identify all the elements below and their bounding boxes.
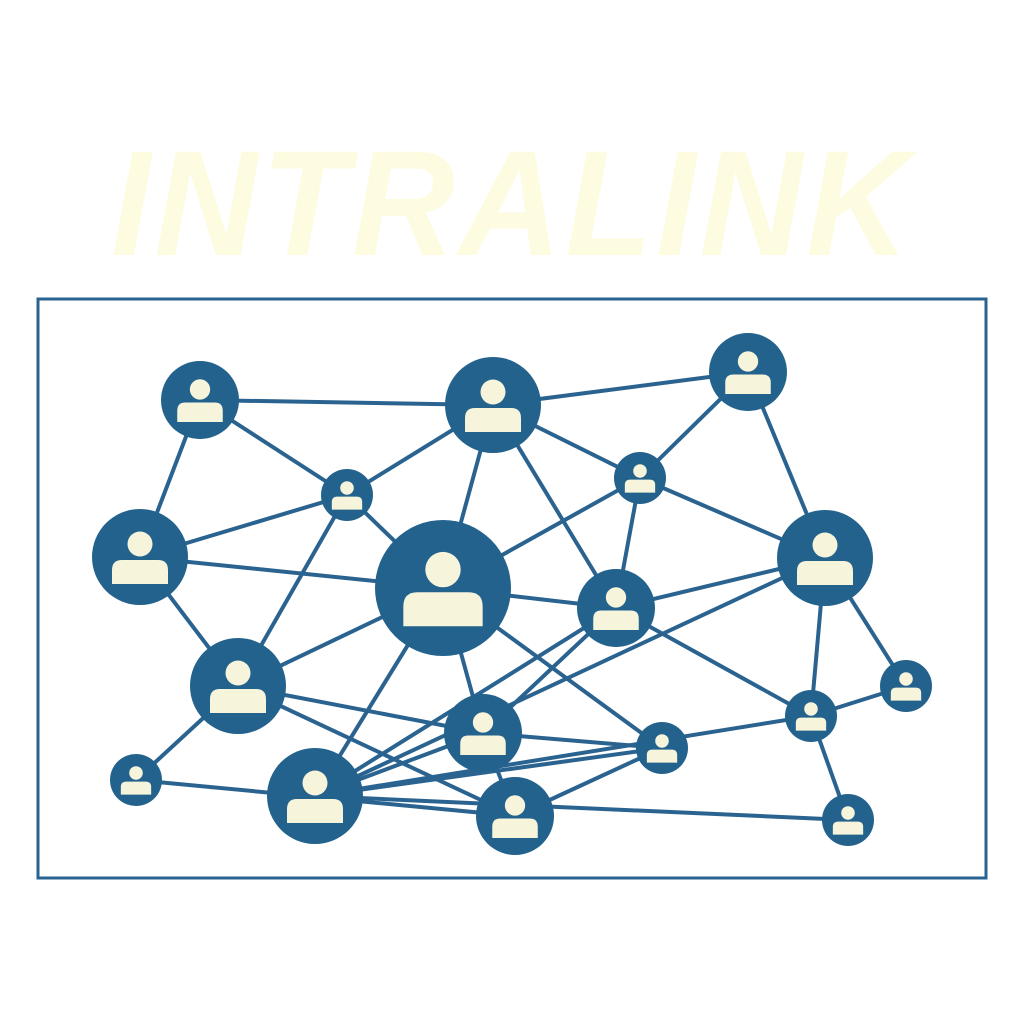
person-icon [465,379,521,432]
node-circle [822,794,874,846]
person-icon [120,766,152,795]
person-icon [492,795,538,838]
network-node [110,754,162,806]
logo-title: INTRALINK [110,119,914,287]
network-node [785,690,837,742]
network-edge [313,714,813,798]
node-circle [709,333,787,411]
network-node [614,452,666,504]
network-node [375,520,511,656]
network-node [777,510,873,606]
person-icon [890,672,922,701]
person-icon [646,734,678,763]
person-icon [725,351,771,394]
node-circle [92,509,188,605]
node-circle [445,357,541,453]
network-node [709,333,787,411]
network-node [267,748,363,844]
node-circle [777,510,873,606]
nodes-layer [92,333,932,855]
person-icon [112,531,168,584]
person-icon [832,806,864,835]
node-circle [636,722,688,774]
network-node [476,777,554,855]
network-node [636,722,688,774]
network-node [92,509,188,605]
network-node [880,660,932,712]
network-node [321,469,373,521]
network-node [161,361,239,439]
person-icon [593,587,639,630]
node-circle [785,690,837,742]
person-icon [177,379,223,422]
node-circle [267,748,363,844]
person-icon [403,551,483,627]
node-circle [614,452,666,504]
person-icon [331,481,363,510]
network-edge [236,684,517,818]
person-icon [624,464,656,493]
node-circle [190,638,286,734]
network-edge [313,556,827,798]
person-icon [287,770,343,823]
network-node [444,694,522,772]
node-circle [577,569,655,647]
network-node [445,357,541,453]
network-node [577,569,655,647]
node-circle [110,754,162,806]
network-node [822,794,874,846]
node-circle [321,469,373,521]
node-circle [476,777,554,855]
node-circle [375,520,511,656]
network-edge [313,794,850,822]
person-icon [210,660,266,713]
network-edge [198,398,495,407]
person-icon [797,532,853,585]
node-circle [880,660,932,712]
person-icon [460,712,506,755]
node-circle [444,694,522,772]
network-node [190,638,286,734]
node-circle [161,361,239,439]
person-icon [795,702,827,731]
